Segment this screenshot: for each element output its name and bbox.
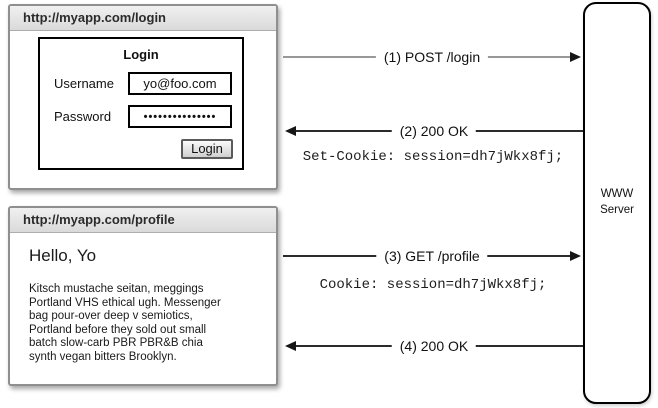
username-field[interactable]: [128, 72, 232, 95]
profile-url-text: http://myapp.com/profile: [23, 212, 175, 227]
profile-browser-window: http://myapp.com/profile Hello, Yo Kitsc…: [8, 206, 278, 386]
arrowhead-left-icon: [285, 126, 296, 136]
message-label: (4) 200 OK: [391, 338, 477, 354]
greeting-text: Hello, Yo: [29, 246, 97, 265]
login-browser-window: http://myapp.com/login Login Username Pa…: [8, 4, 278, 190]
login-button[interactable]: Login: [181, 139, 233, 159]
password-row: Password: [54, 105, 232, 128]
profile-body-text: Kitsch mustache seitan, meggings Portlan…: [29, 283, 221, 363]
login-form: Login Username Password Login: [38, 37, 244, 170]
cookie-header: Cookie: session=dh7jWkx8fj;: [319, 277, 547, 293]
arrowhead-left-icon: [285, 341, 296, 351]
login-url-text: http://myapp.com/login: [23, 10, 166, 25]
message-label: (2) 200 OK: [391, 123, 477, 139]
message-label: (3) GET /profile: [376, 248, 488, 264]
message-label: (1) POST /login: [375, 49, 489, 65]
login-address-bar: http://myapp.com/login: [10, 6, 276, 31]
arrowhead-right-icon: [570, 251, 581, 261]
www-server-label: WWW Server: [600, 188, 634, 216]
username-label: Username: [54, 76, 114, 91]
message-arrow-get-profile: (3) GET /profile: [283, 246, 581, 266]
profile-page-body: Hello, Yo Kitsch mustache seitan, meggin…: [10, 233, 276, 364]
message-arrow-200-ok-login: (2) 200 OK: [285, 121, 583, 141]
message-arrow-post-login: (1) POST /login: [283, 47, 581, 67]
username-row: Username: [54, 72, 232, 95]
password-field[interactable]: [128, 105, 232, 128]
arrowhead-right-icon: [570, 52, 581, 62]
set-cookie-header: Set-Cookie: session=dh7jWkx8fj;: [302, 149, 564, 165]
message-arrow-200-ok-profile: (4) 200 OK: [285, 336, 583, 356]
profile-address-bar: http://myapp.com/profile: [10, 208, 276, 233]
www-server-box: WWW Server: [583, 2, 651, 404]
password-label: Password: [54, 109, 112, 124]
login-form-title: Login: [123, 47, 159, 62]
